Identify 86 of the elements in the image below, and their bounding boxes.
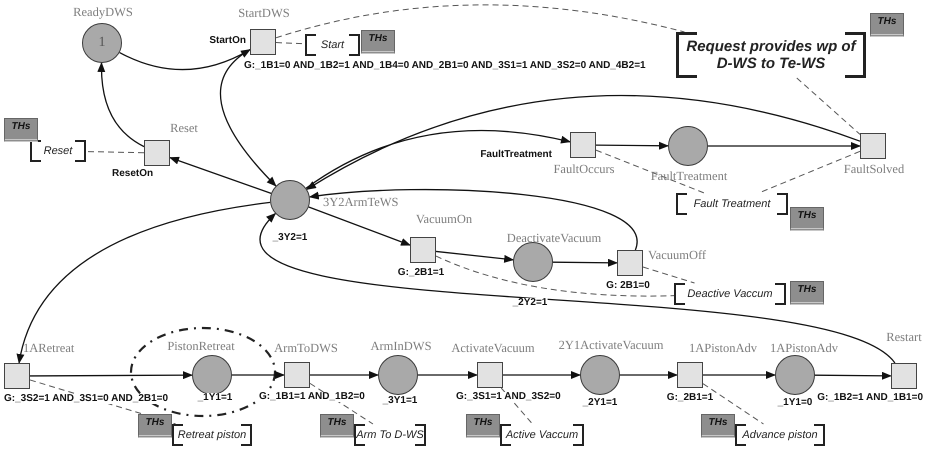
guard-label: G:_1B1=0 AND_1B2=1 AND_1B4=0 AND_2B1=0 AND_3S1=1 AND_3S2=0 AND_4B2=1	[244, 61, 646, 71]
ths-tag: THs	[790, 281, 824, 305]
node-label: FaultOccurs	[553, 163, 615, 176]
arc-arrow	[308, 189, 637, 250]
arc-arrow	[30, 371, 193, 380]
arc-arrow	[596, 142, 669, 150]
guard-label: G:_2B1=1	[398, 268, 444, 278]
annotation-text: Arm To D-WS	[356, 428, 424, 442]
node-label: Restart	[886, 331, 922, 344]
ths-tag: THs	[701, 414, 735, 438]
token-count: 1	[98, 35, 106, 51]
arc-arrow	[503, 371, 581, 379]
node-label: PistonRetreat	[167, 340, 235, 352]
annotation-text: Deactive Vaccum	[687, 288, 773, 300]
dashed-link	[796, 78, 860, 135]
node-label: 1APistonAdv	[688, 342, 758, 354]
arc-arrow	[708, 142, 861, 150]
annotation-text: Retreat piston	[178, 428, 246, 442]
node-label: ArmInDWS	[370, 340, 432, 352]
guard-label: G:_3S2=1 AND_3S1=0 AND_2B1=0	[4, 394, 168, 404]
node-label: Reset	[170, 122, 198, 134]
ths-tag: THs	[320, 414, 354, 438]
guard-label: _3Y2=1	[272, 233, 308, 243]
arc-arrow	[436, 250, 514, 263]
ths-tag: THs	[466, 414, 500, 438]
dashed-link	[86, 151, 144, 154]
arc-arrow	[703, 371, 776, 379]
node-label: ActivateVacuum	[451, 342, 535, 354]
annotation-text: Request provides wp of D-WS to Te-WS	[685, 38, 858, 72]
ths-tag: THs	[4, 118, 38, 142]
node-label: ReadyDWS	[73, 6, 133, 18]
guard-label: G:_1B2=1 AND_1B1=0	[817, 393, 923, 403]
dashed-link	[436, 256, 674, 297]
arc-arrow	[17, 202, 270, 364]
annotation-text: Active Vaccum	[506, 428, 578, 442]
node-label: 3Y2ArmTeWS	[323, 196, 399, 208]
guard-label: _2Y2=1	[512, 298, 548, 308]
arc-arrow	[310, 371, 379, 379]
dashed-link	[702, 383, 764, 424]
guard-label: G:_2B1=1	[666, 393, 714, 403]
node-label: ArmToDWS	[274, 342, 338, 354]
annotation-text: Reset	[44, 144, 72, 158]
annotation-text: Advance piston	[742, 428, 818, 442]
arc-arrow	[815, 372, 892, 380]
node-label: VacuumOn	[416, 213, 472, 226]
node-label: DeactivateVacuum	[506, 232, 602, 244]
guard-label: G: 2B1=0	[606, 281, 650, 291]
node-label: VacuumOff	[648, 249, 706, 262]
arc-arrow	[553, 258, 618, 267]
guard-label: _1Y1=1	[198, 393, 232, 403]
annotation-text: Start	[320, 38, 344, 52]
ths-tag: THs	[870, 13, 904, 37]
ths-tag: THs	[790, 207, 824, 231]
arc-arrow	[220, 48, 277, 187]
arc-arrow	[418, 371, 478, 379]
arc-arrow	[306, 94, 860, 190]
arc-arrow	[232, 371, 285, 379]
guard-label: G:_1B1=1 AND_1B2=0	[259, 392, 365, 402]
guard-label: _2Y1=1	[582, 398, 618, 408]
arc-arrow	[308, 206, 411, 246]
annotation-text: Fault Treatment	[694, 198, 770, 210]
arc-arrow	[119, 49, 251, 70]
dashed-link	[276, 4, 685, 38]
node-label: StartDWS	[238, 7, 290, 20]
dashed-link	[310, 382, 374, 424]
arc-arrow	[306, 130, 571, 189]
guard-label: ResetOn	[112, 169, 154, 179]
node-label: FaultSolved	[844, 163, 904, 176]
dashed-link	[596, 150, 705, 194]
arc-arrow	[260, 212, 896, 364]
guard-label: _1Y1=0	[778, 398, 812, 408]
node-label: 1APistonAdv	[770, 342, 838, 354]
guard-label: StartOn	[209, 36, 246, 46]
arc-arrow	[620, 371, 678, 379]
ths-tag: THs	[361, 30, 395, 54]
arc-arrow	[98, 62, 144, 148]
node-label: 1ARetreat	[23, 342, 74, 354]
node-label: FaultTreatment	[650, 170, 728, 182]
dashed-link	[642, 266, 696, 284]
dashed-link	[500, 388, 533, 424]
arc-arrow	[169, 156, 272, 194]
ths-tag: THs	[138, 414, 172, 438]
guard-label: G:_3S1=1 AND_3S2=0	[456, 392, 561, 402]
guard-label: FaultTreatment	[480, 150, 552, 160]
guard-label: _3Y1=1	[382, 396, 418, 406]
node-label: 2Y1ActivateVacuum	[558, 339, 664, 352]
